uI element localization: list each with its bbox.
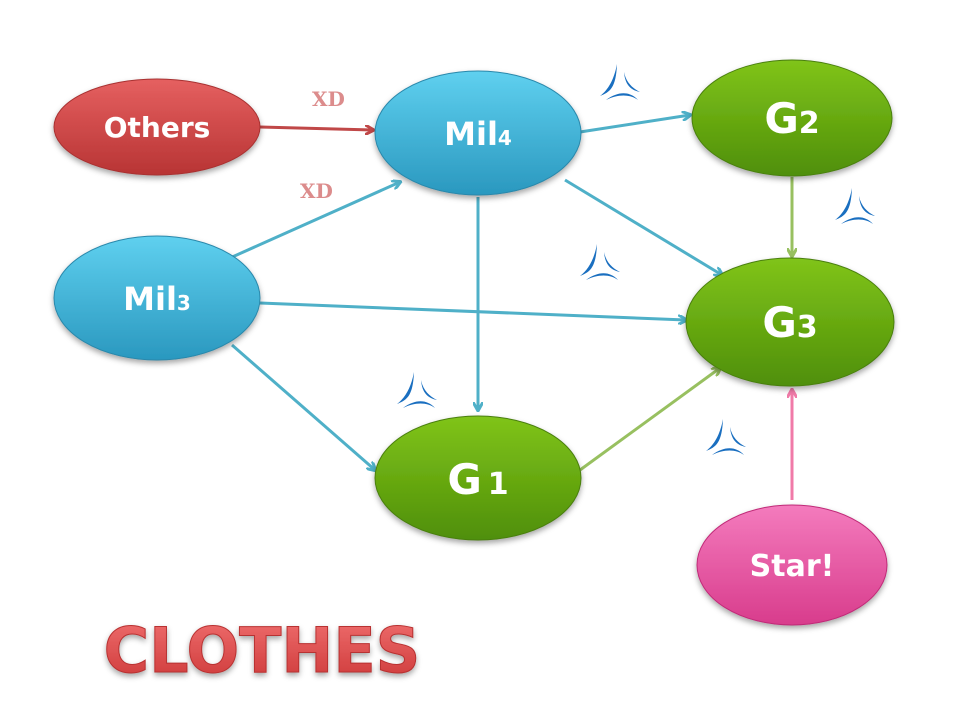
node-g3: G3 [685, 257, 895, 387]
node-label: G [764, 94, 798, 143]
node-subscript: 3 [797, 310, 818, 345]
node-label: Star! [750, 549, 835, 584]
node-subscript: 3 [177, 291, 191, 315]
edge-label-mil3-mil4: XD [300, 179, 333, 203]
sparkle-icon [835, 188, 875, 224]
svg-text:Mil4: Mil4 [444, 115, 512, 153]
node-label: G [447, 455, 481, 504]
diagram-title: CLOTHES [104, 614, 421, 687]
node-label: Mil [123, 280, 177, 318]
node-subscript: 2 [799, 106, 820, 141]
edge-g1-g3 [579, 368, 720, 472]
edge-mil3-g3 [259, 301, 686, 320]
edge-mil3-g1 [231, 343, 375, 470]
node-mil4: Mil4 [374, 70, 582, 196]
node-star: Star! [696, 504, 888, 626]
node-subscript: 1 [488, 467, 509, 502]
sparkle-icon [397, 372, 437, 408]
sparkle-icon [580, 244, 620, 280]
node-label: Others [104, 111, 211, 144]
edge-mil4-g3 [564, 178, 722, 275]
edge-mil3-mil4 [229, 182, 400, 260]
svg-text:Mil3: Mil3 [123, 280, 191, 318]
node-label: G [762, 298, 796, 347]
svg-text:G2: G2 [764, 94, 819, 143]
edge-others-mil4 [259, 127, 373, 130]
edge-mil4-g2 [579, 115, 690, 134]
node-others: Others [53, 78, 261, 176]
node-subscript: 4 [498, 126, 512, 150]
node-g2: G2 [691, 59, 893, 177]
svg-text:G1: G1 [447, 455, 508, 504]
sparkle-icon [600, 64, 640, 100]
svg-text:G3: G3 [762, 298, 817, 347]
sparkle-icon [706, 419, 746, 455]
edge-label-others-mil4: XD [312, 87, 345, 111]
node-label: Mil [444, 115, 498, 153]
node-mil3: Mil3 [53, 235, 261, 361]
